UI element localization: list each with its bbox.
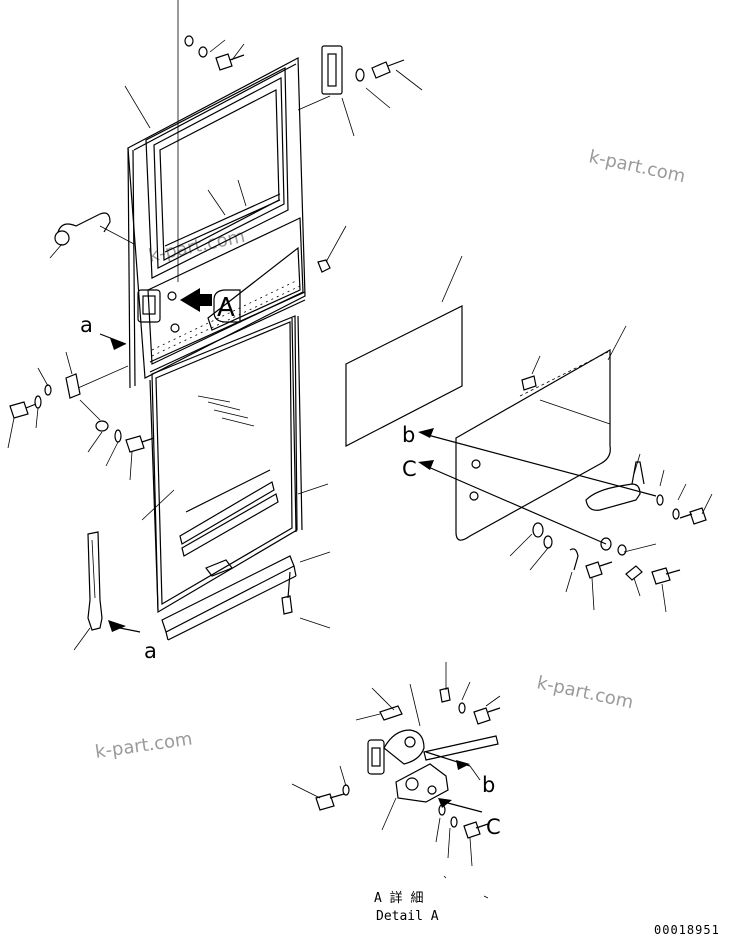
leader-lines-door [49, 0, 347, 629]
callout-b-detail: b [482, 773, 495, 797]
view-label-A: A [217, 293, 235, 323]
watermark-text: k-part.com [587, 146, 687, 187]
callout-C-detail: C [486, 815, 501, 839]
cover-sheet [345, 255, 463, 447]
detail-caption-jp: A 詳 細 [374, 890, 423, 906]
watermark-text: k-part.com [535, 672, 635, 713]
detail-caption-en: Detail A [376, 909, 439, 924]
door-inner-panel [455, 325, 627, 541]
callout-a-upper: a [80, 313, 93, 337]
left-fasteners: a [7, 313, 155, 481]
watermark-text: k-part.com [94, 729, 194, 763]
callout-b-upper: b [402, 423, 415, 447]
door-bottom-bolt [281, 571, 293, 615]
lever-part [585, 453, 713, 525]
right-lower-fasteners [509, 522, 681, 613]
side-bar-part: a [73, 531, 157, 663]
connection-arrows: b C [402, 423, 657, 545]
detail-A: b C [291, 662, 501, 899]
callout-a-lower: a [144, 639, 157, 663]
door-top-fasteners [184, 35, 423, 273]
door-frame: A [54, 57, 306, 641]
part-number: 00018951 [654, 923, 720, 937]
callout-C-upper: C [402, 457, 417, 481]
